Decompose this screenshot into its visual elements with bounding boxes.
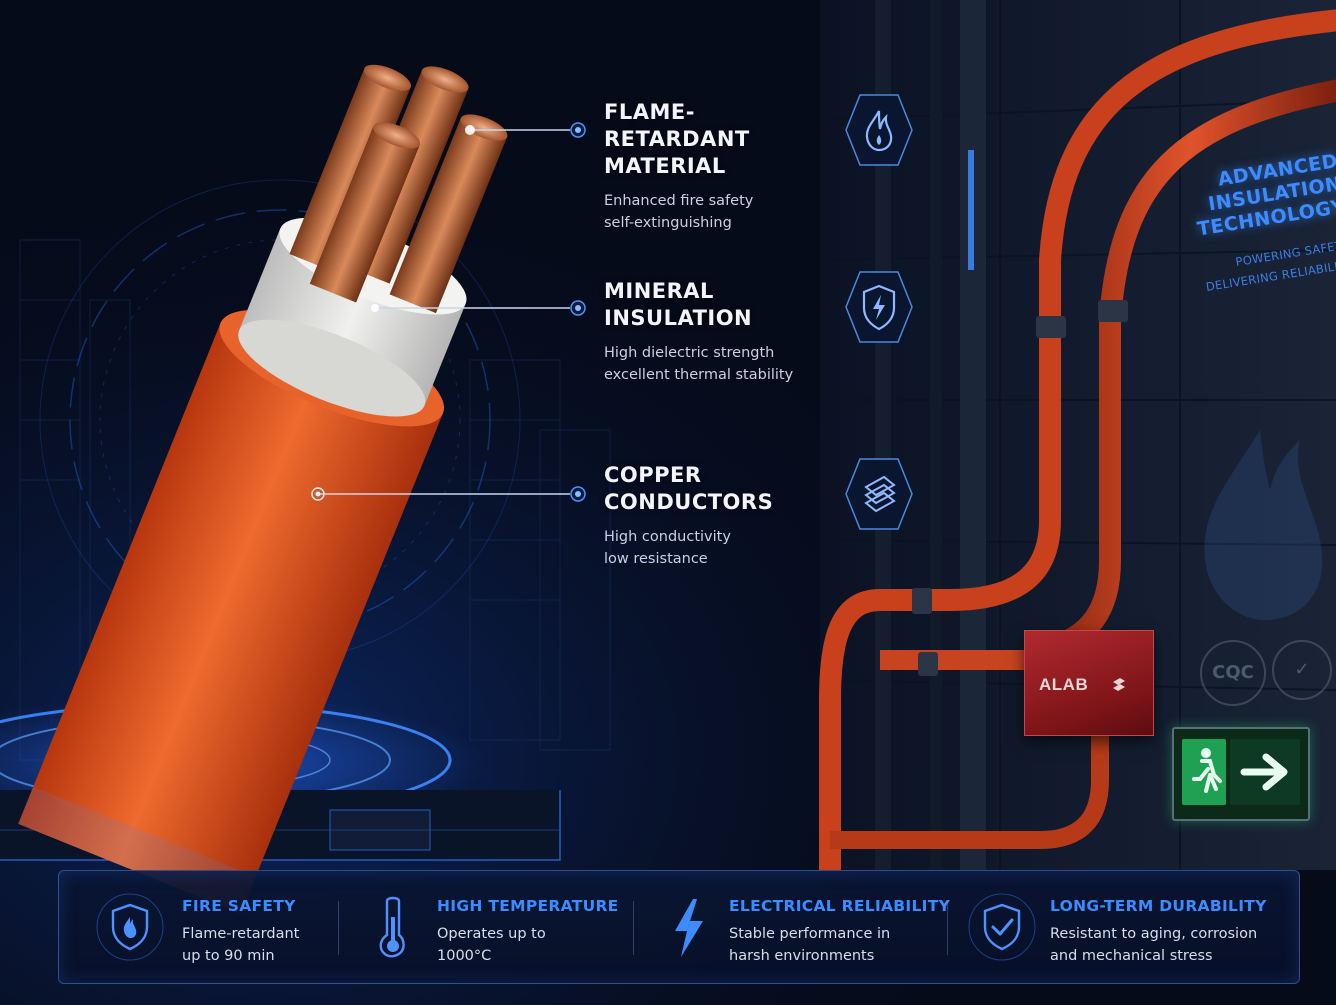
benefit-desc: Operates up to 1000°C bbox=[437, 926, 546, 964]
benefits-bar: FIRE SAFETY Flame-retardant up to 90 min… bbox=[58, 870, 1300, 984]
brand-logo-icon bbox=[1113, 678, 1125, 691]
lightning-shield-icon bbox=[846, 272, 912, 342]
junction-box-label: ALAB bbox=[1039, 675, 1089, 694]
benefit-title: FIRE SAFETY bbox=[182, 897, 296, 915]
cert-mark: CQC bbox=[1200, 640, 1266, 706]
benefit-title: LONG-TERM DURABILITY bbox=[1050, 897, 1267, 915]
running-man-arrow-icon bbox=[1182, 739, 1300, 805]
exit-sign bbox=[1172, 727, 1310, 821]
layers-icon bbox=[846, 459, 912, 529]
feature-title: FLAME-RETARDANT MATERIAL bbox=[604, 100, 750, 178]
junction-box: ALAB bbox=[1024, 630, 1154, 736]
feature-title: COPPER CONDUCTORS bbox=[604, 463, 774, 514]
benefit-desc: Resistant to aging, corrosion and mechan… bbox=[1050, 926, 1258, 964]
benefit-high-temperature: HIGH TEMPERATURE Operates up to 1000°C bbox=[339, 871, 633, 983]
feature-desc: Enhanced fire safety self-extinguishing bbox=[604, 193, 754, 231]
feature-desc: High dielectric strength excellent therm… bbox=[604, 345, 794, 383]
benefit-electrical-reliability: ELECTRICAL RELIABILITY Stable performanc… bbox=[633, 871, 951, 983]
flame-icon bbox=[846, 95, 912, 165]
feature-desc: High conductivity low resistance bbox=[604, 529, 731, 567]
shield-flame-icon bbox=[96, 893, 164, 961]
benefit-fire-safety: FIRE SAFETY Flame-retardant up to 90 min bbox=[59, 871, 339, 983]
benefit-title: HIGH TEMPERATURE bbox=[437, 897, 619, 915]
benefit-title: ELECTRICAL RELIABILITY bbox=[729, 897, 951, 915]
benefit-long-term-durability: LONG-TERM DURABILITY Resistant to aging,… bbox=[947, 871, 1297, 983]
lightning-bolt-icon bbox=[675, 899, 703, 957]
benefit-desc: Stable performance in harsh environments bbox=[729, 926, 891, 964]
feature-copper-conductors: COPPER CONDUCTORS High conductivity low … bbox=[604, 462, 834, 570]
divider bbox=[338, 901, 339, 955]
thermometer-icon bbox=[379, 896, 405, 958]
feature-title: MINERAL INSULATION bbox=[604, 279, 753, 330]
feature-mineral-insulation: MINERAL INSULATION High dielectric stren… bbox=[604, 278, 834, 386]
divider bbox=[633, 901, 634, 955]
divider bbox=[947, 901, 948, 955]
checkmark-icon: ✓ bbox=[1272, 640, 1332, 700]
benefit-desc: Flame-retardant up to 90 min bbox=[182, 926, 300, 964]
feature-flame-retardant: FLAME-RETARDANT MATERIAL Enhanced fire s… bbox=[604, 99, 834, 234]
shield-check-icon bbox=[968, 893, 1036, 961]
